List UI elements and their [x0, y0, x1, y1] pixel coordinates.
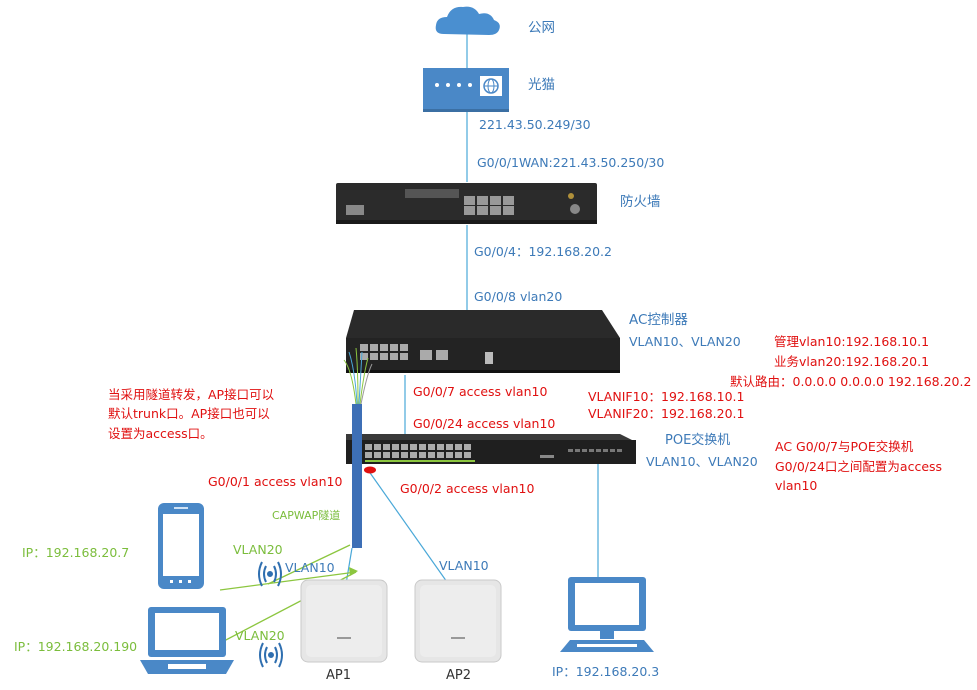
ap1-device	[300, 579, 388, 663]
laptop-ip-label: IP：192.168.20.190	[14, 639, 138, 654]
tunnel-note-line3: 设置为access口。	[108, 426, 213, 441]
internet-label: 公网	[528, 20, 555, 36]
service-vlan-note: 业务vlan20:192.168.20.1	[774, 354, 930, 369]
ac-controller-label: AC控制器	[629, 312, 688, 328]
ac-poe-note-line3: vlan10	[775, 478, 818, 493]
firewall-device	[336, 183, 597, 224]
mgmt-vlan-note: 管理vlan10:192.168.10.1	[774, 334, 930, 349]
ap2-vlan10-label: VLAN10	[439, 558, 489, 573]
ap2-device	[414, 579, 502, 663]
tunnel-note-line2: 默认trunk口。AP接口也可以	[108, 406, 270, 421]
modem-icon	[423, 68, 509, 112]
links	[344, 34, 599, 591]
firewall-label: 防火墙	[620, 194, 661, 210]
poe-g1-label: G0/0/1 access vlan10	[208, 474, 343, 489]
poe-switch-label: POE交换机	[665, 433, 731, 448]
laptop-icon	[140, 607, 234, 674]
vlanif10-label: VLANIF10：192.168.10.1	[588, 389, 745, 404]
firewall-g4-label: G0/0/4：192.168.20.2	[474, 244, 612, 259]
link-poe-ap2	[367, 469, 448, 583]
ap2-label: AP2	[446, 668, 472, 683]
ac-vlans-label: VLAN10、VLAN20	[629, 334, 741, 349]
desktop-pc-icon	[560, 577, 654, 652]
poe-g2-label: G0/0/2 access vlan10	[400, 481, 535, 496]
ac-poe-note-line2: G0/0/24口之间配置为access	[775, 459, 943, 474]
wifi-icon	[258, 561, 282, 587]
pc-ip-label: IP：192.168.20.3	[552, 664, 660, 679]
ap1-label: AP1	[326, 668, 352, 683]
modem-ip-label: 221.43.50.249/30	[479, 117, 591, 132]
poe-g24-label: G0/0/24 access vlan10	[413, 416, 556, 431]
default-route-note: 默认路由：0.0.0.0 0.0.0.0 192.168.20.2	[730, 374, 972, 389]
cloud-icon	[435, 6, 500, 35]
ac-poe-note-line1: AC G0/0/7与POE交换机	[775, 439, 914, 454]
modem-label: 光猫	[528, 77, 555, 93]
phone-icon	[158, 503, 204, 589]
poe-vlans-label: VLAN10、VLAN20	[646, 454, 758, 469]
capwap-label: CAPWAP隧道	[272, 509, 341, 522]
firewall-wan-label: G0/0/1WAN:221.43.50.250/30	[477, 155, 665, 170]
phone-vlan20-label: VLAN20	[233, 542, 283, 557]
phone-vlan10-label: VLAN10	[285, 560, 335, 575]
laptop-vlan20-label: VLAN20	[235, 628, 285, 643]
tunnel-note-line1: 当采用隧道转发，AP接口可以	[108, 387, 275, 402]
cable-bundle	[343, 347, 373, 405]
ac-g7-label: G0/0/7 access vlan10	[413, 384, 548, 399]
wifi-icon	[259, 642, 283, 668]
ac-g8-label: G0/0/8 vlan20	[474, 289, 563, 304]
ac-controller-device	[346, 310, 620, 373]
poe-switch-device	[346, 434, 636, 464]
phone-ip-label: IP：192.168.20.7	[22, 545, 130, 560]
vlanif20-label: VLANIF20：192.168.20.1	[588, 406, 745, 421]
